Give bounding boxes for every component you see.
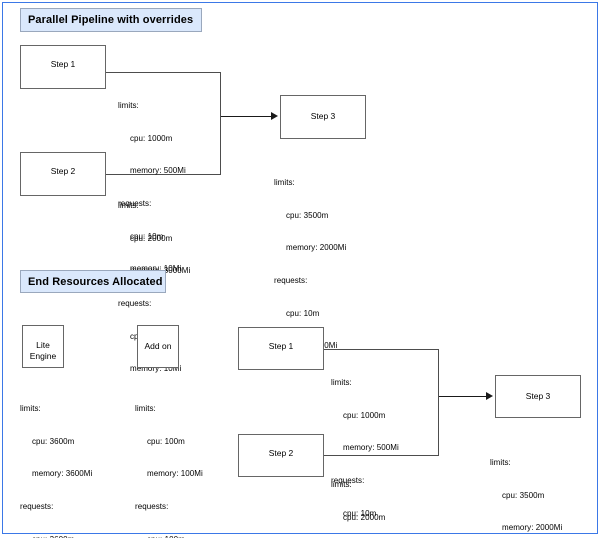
spec-bottom-step-3-limits-cpu: cpu: 3500m xyxy=(502,490,545,500)
node-bottom-step-2[interactable]: Step 2 xyxy=(238,434,324,477)
spec-lite-engine-limits-memory: memory: 3600Mi xyxy=(32,469,93,479)
spec-top-step-1: limits: cpu: 1000m memory: 500Mi request… xyxy=(118,79,186,297)
spec-bottom-step-1-limits-key: limits: xyxy=(331,377,352,387)
node-add-on-label: Add on xyxy=(144,340,172,351)
node-top-step-2-label: Step 2 xyxy=(50,166,76,176)
connector-bottom-step1-horizontal xyxy=(324,349,439,350)
spec-top-step-1-requests-cpu: cpu: 10m xyxy=(130,231,164,241)
spec-lite-engine-limits-cpu: cpu: 3600m xyxy=(32,436,75,446)
spec-add-on: limits: cpu: 100m memory: 100Mi requests… xyxy=(135,382,203,538)
node-bottom-step-1-label: Step 1 xyxy=(268,341,294,351)
node-top-step-3-label: Step 3 xyxy=(310,111,336,122)
connector-top-step2-horizontal xyxy=(106,174,221,175)
spec-top-step-3-limits-memory: memory: 2000Mi xyxy=(286,243,347,253)
connector-bottom-arrow-line xyxy=(439,396,487,397)
spec-bottom-step-3-limits-memory: memory: 2000Mi xyxy=(502,523,563,533)
node-bottom-step-3-label: Step 3 xyxy=(525,390,551,401)
section-banner-end-resources-label: End Resources Allocated xyxy=(28,275,163,288)
node-lite-engine[interactable]: Lite Engine xyxy=(22,325,64,368)
spec-bottom-step-2: limits: cpu: 2000m memory: 3000Mi reques… xyxy=(331,458,403,538)
spec-add-on-requests-cpu: cpu: 100m xyxy=(135,535,203,538)
node-lite-engine-label-line1: Lite xyxy=(36,339,50,350)
spec-bottom-step-3-limits-key: limits: xyxy=(490,457,511,467)
spec-top-step-3-requests-cpu: cpu: 10m xyxy=(286,308,320,318)
spec-add-on-requests-key: requests: xyxy=(135,501,169,511)
spec-top-step-1-limits-memory: memory: 500Mi xyxy=(130,166,186,176)
connector-bottom-merge-vertical xyxy=(438,349,439,455)
spec-add-on-limits-memory: memory: 100Mi xyxy=(147,469,203,479)
spec-top-step-2-limits-cpu: cpu: 2000m xyxy=(130,233,173,243)
spec-top-step-2-requests-memory: memory: 10Mi xyxy=(130,364,182,374)
spec-lite-engine-limits-key: limits: xyxy=(20,403,41,413)
spec-add-on-limits-key: limits: xyxy=(135,403,156,413)
node-add-on[interactable]: Add on xyxy=(137,325,179,368)
node-bottom-step-3[interactable]: Step 3 xyxy=(495,375,581,418)
spec-bottom-step-1-requests-key: requests: xyxy=(331,475,365,485)
spec-lite-engine: limits: cpu: 3600m memory: 3600Mi reques… xyxy=(20,382,92,538)
spec-add-on-limits-cpu: cpu: 100m xyxy=(147,436,185,446)
connector-bottom-step2-horizontal xyxy=(324,455,439,456)
connector-bottom-arrow-head xyxy=(486,392,493,400)
spec-top-step-1-requests-key: requests: xyxy=(118,198,152,208)
node-bottom-step-2-label: Step 2 xyxy=(268,448,294,458)
spec-bottom-step-2-limits-key: limits: xyxy=(331,479,352,489)
spec-top-step-1-limits-cpu: cpu: 1000m xyxy=(130,133,173,143)
section-banner-parallel-pipeline: Parallel Pipeline with overrides xyxy=(20,8,202,32)
spec-top-step-2-requests-key: requests: xyxy=(118,298,152,308)
spec-lite-engine-requests-cpu: cpu: 3600m xyxy=(20,535,92,538)
spec-bottom-step-3: limits: cpu: 3500m memory: 2000Mi reques… xyxy=(490,436,562,538)
spec-top-step-3-limits-cpu: cpu: 3500m xyxy=(286,210,329,220)
connector-top-arrow-head xyxy=(271,112,278,120)
spec-top-step-1-limits-key: limits: xyxy=(118,100,139,110)
spec-top-step-1-requests-memory: memory: 10Mi xyxy=(130,264,182,274)
node-lite-engine-label-line2: Engine xyxy=(29,351,57,361)
node-top-step-1[interactable]: Step 1 xyxy=(20,45,106,89)
spec-bottom-step-2-limits-cpu: cpu: 2000m xyxy=(343,512,386,522)
spec-bottom-step-1-limits-cpu: cpu: 1000m xyxy=(343,410,386,420)
spec-bottom-step-1: limits: cpu: 1000m memory: 500Mi request… xyxy=(331,356,399,538)
node-bottom-step-1[interactable]: Step 1 xyxy=(238,327,324,370)
node-top-step-3[interactable]: Step 3 xyxy=(280,95,366,139)
spec-bottom-step-1-requests-cpu: cpu: 10m xyxy=(343,508,377,518)
node-top-step-1-label: Step 1 xyxy=(50,59,76,69)
node-top-step-2[interactable]: Step 2 xyxy=(20,152,106,196)
connector-top-step1-horizontal xyxy=(106,72,221,73)
connector-top-arrow-line xyxy=(221,116,272,117)
spec-bottom-step-1-limits-memory: memory: 500Mi xyxy=(343,443,399,453)
spec-lite-engine-requests-key: requests: xyxy=(20,501,54,511)
spec-top-step-2-limits-key: limits: xyxy=(118,200,139,210)
spec-top-step-3-limits-key: limits: xyxy=(274,177,295,187)
connector-top-merge-vertical xyxy=(220,72,221,174)
spec-top-step-3-requests-key: requests: xyxy=(274,275,308,285)
section-banner-end-resources: End Resources Allocated xyxy=(20,270,166,293)
section-banner-parallel-pipeline-label: Parallel Pipeline with overrides xyxy=(28,14,194,26)
